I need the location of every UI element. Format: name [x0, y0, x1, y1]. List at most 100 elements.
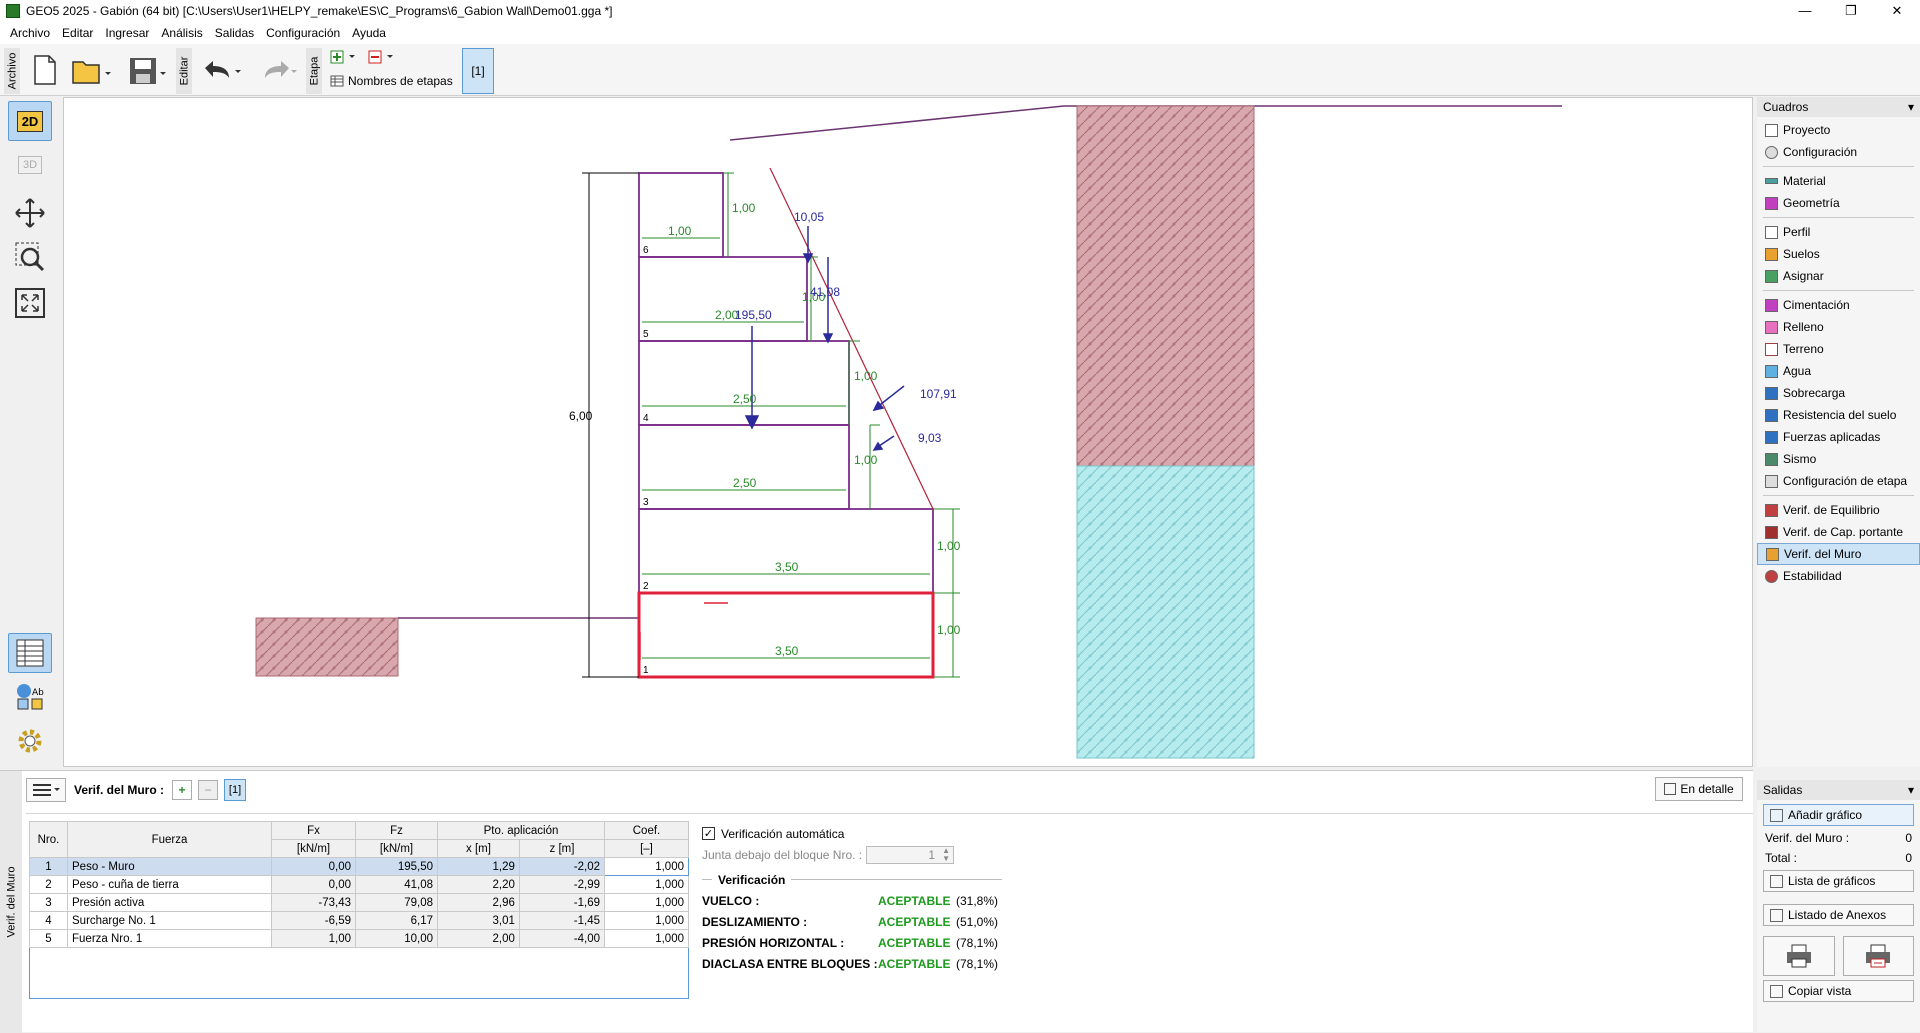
- wall-check-icon: [1766, 547, 1779, 561]
- verif-muro-vtab[interactable]: Verif. del Muro: [0, 771, 22, 1033]
- drawing-canvas[interactable]: 1,00 1,00 2,00 2,50 2,50 3,50 3,50 1,00 …: [63, 97, 1753, 767]
- menu-configuracion[interactable]: Configuración: [266, 26, 341, 40]
- styles-icon[interactable]: Ab: [8, 677, 52, 717]
- dim-label-block3-height: 1,00: [854, 453, 878, 467]
- move-icon[interactable]: [8, 193, 52, 233]
- copy-view-button[interactable]: Copiar vista: [1763, 980, 1914, 1002]
- cuadros-item-verif-equilibrio[interactable]: Verif. de Equilibrio: [1757, 499, 1920, 521]
- add-graph-button[interactable]: Añadir gráfico: [1763, 804, 1914, 826]
- cuadros-item-verif-muro[interactable]: Verif. del Muro: [1757, 543, 1920, 565]
- col-nro[interactable]: Nro.: [29, 821, 68, 858]
- remove-force-button[interactable]: −: [198, 780, 219, 800]
- stage-names-button[interactable]: Nombres de etapas: [330, 74, 453, 88]
- cuadros-item-terreno[interactable]: Terreno: [1757, 338, 1920, 360]
- unit-fz: [kN/m]: [355, 839, 438, 858]
- gabion-block-5: [638, 256, 808, 342]
- plus-icon: +: [178, 783, 186, 797]
- en-detalle-button[interactable]: En detalle: [1655, 777, 1743, 801]
- cuadros-item-agua[interactable]: Agua: [1757, 360, 1920, 382]
- minus-icon: −: [204, 783, 212, 797]
- salidas-panel: Salidas▾ Añadir gráfico Verif. del Muro …: [1757, 780, 1920, 1032]
- auto-verif-checkbox[interactable]: ✓ Verificación automática: [702, 826, 845, 841]
- coef-input[interactable]: 1,000: [604, 893, 689, 912]
- close-button[interactable]: ✕: [1891, 3, 1903, 18]
- dim-label-block1-width: 3,50: [775, 644, 799, 658]
- add-force-button[interactable]: +: [172, 780, 193, 800]
- joint-stepper[interactable]: 1▲▼: [866, 845, 954, 864]
- undo-icon[interactable]: [200, 56, 246, 84]
- cuadros-item-fuerzas-aplicadas[interactable]: Fuerzas aplicadas: [1757, 426, 1920, 448]
- print-button[interactable]: [1763, 936, 1835, 976]
- menu-ayuda[interactable]: Ayuda: [352, 26, 386, 40]
- menu-archivo[interactable]: Archivo: [10, 26, 51, 40]
- cuadros-item-sobrecarga[interactable]: Sobrecarga: [1757, 382, 1920, 404]
- annex-list-button[interactable]: Listado de Anexos: [1763, 904, 1914, 926]
- save-icon[interactable]: [126, 54, 170, 88]
- menu-salidas[interactable]: Salidas: [214, 26, 255, 40]
- new-file-icon[interactable]: [30, 52, 60, 88]
- add-stage-icon[interactable]: [330, 49, 360, 65]
- view-3d-button[interactable]: 3D: [8, 145, 52, 185]
- cuadros-item-relleno[interactable]: Relleno: [1757, 316, 1920, 338]
- graph-list-button[interactable]: Lista de gráficos: [1763, 870, 1914, 892]
- redo-icon[interactable]: [256, 56, 302, 84]
- dim-label-block5-height: 1,00: [802, 290, 826, 304]
- etapa-tab[interactable]: Etapa: [306, 48, 322, 94]
- settings-gear-icon[interactable]: [8, 721, 52, 761]
- zoom-icon[interactable]: [8, 237, 52, 277]
- table-row[interactable]: 4 Surcharge No. 1 -6,59 6,17 3,01 -1,45 …: [29, 911, 689, 930]
- cuadros-item-estabilidad[interactable]: Estabilidad: [1757, 565, 1920, 587]
- archivo-tab[interactable]: Archivo: [4, 48, 20, 94]
- minimize-button[interactable]: —: [1798, 3, 1812, 18]
- remove-stage-icon[interactable]: [368, 49, 398, 65]
- stepper-arrows-icon: ▲▼: [942, 845, 950, 863]
- cuadros-item-configuracion[interactable]: Configuración: [1757, 141, 1920, 163]
- coef-input[interactable]: 1,000: [604, 875, 689, 894]
- list-menu-button[interactable]: [26, 778, 66, 802]
- view-2d-button[interactable]: 2D: [8, 101, 52, 141]
- table-row[interactable]: 5 Fuerza Nro. 1 1,00 10,00 2,00 -4,00 1,…: [29, 929, 689, 948]
- col-pto-aplicacion: Pto. aplicación: [437, 821, 605, 840]
- cuadros-item-configuracion-etapa[interactable]: Configuración de etapa: [1757, 470, 1920, 492]
- editar-tab[interactable]: Editar: [176, 48, 192, 94]
- coef-input[interactable]: 1,000: [604, 857, 689, 876]
- table-row[interactable]: 3 Presión activa -73,43 79,08 2,96 -1,69…: [29, 893, 689, 912]
- cuadros-item-resistencia-suelo[interactable]: Resistencia del suelo: [1757, 404, 1920, 426]
- joint-label: Junta debajo del bloque Nro. :: [702, 847, 863, 862]
- cuadros-item-perfil[interactable]: Perfil: [1757, 221, 1920, 243]
- menu-editar[interactable]: Editar: [62, 26, 94, 40]
- table-view-icon[interactable]: [8, 633, 52, 673]
- result-presion-horizontal: PRESIÓN HORIZONTAL :ACEPTABLE(78,1%): [702, 935, 999, 950]
- table-row[interactable]: 2 Peso - cuña de tierra 0,00 41,08 2,20 …: [29, 875, 689, 894]
- menu-ingresar[interactable]: Ingresar: [105, 26, 150, 40]
- collapse-icon[interactable]: ▾: [1907, 100, 1914, 114]
- print-pdf-button[interactable]: [1842, 936, 1914, 976]
- cuadros-item-proyecto[interactable]: Proyecto: [1757, 119, 1920, 141]
- restore-button[interactable]: ❐: [1845, 3, 1857, 18]
- coef-input[interactable]: 1,000: [604, 929, 689, 948]
- menu-analisis[interactable]: Análisis: [161, 26, 203, 40]
- cuadros-header: Cuadros▾: [1757, 97, 1920, 117]
- stage-indicator[interactable]: [1]: [224, 779, 247, 801]
- menu-bar: Archivo Editar Ingresar Análisis Salidas…: [0, 22, 1920, 44]
- coef-input[interactable]: 1,000: [604, 911, 689, 930]
- surcharge-icon: [1765, 386, 1778, 400]
- open-folder-icon[interactable]: [70, 54, 112, 88]
- gabion-block-1: [637, 591, 935, 679]
- verif-muro-label: Verif. del Muro :: [74, 783, 165, 797]
- table-row[interactable]: 1 Peso - Muro 0,00 195,50 1,29 -2,02 1,0…: [29, 857, 689, 876]
- printer-pdf-icon: [1866, 944, 1891, 968]
- gabion-block-3: [638, 424, 850, 510]
- cuadros-item-cimentacion[interactable]: Cimentación: [1757, 294, 1920, 316]
- fit-view-icon[interactable]: [8, 283, 52, 323]
- cuadros-item-geometria[interactable]: Geometría: [1757, 192, 1920, 214]
- cuadros-item-suelos[interactable]: Suelos: [1757, 243, 1920, 265]
- cuadros-item-material[interactable]: Material: [1757, 170, 1920, 192]
- cuadros-item-asignar[interactable]: Asignar: [1757, 265, 1920, 287]
- total-count-value: 0: [1905, 851, 1912, 865]
- cuadros-item-verif-cap-portante[interactable]: Verif. de Cap. portante: [1757, 521, 1920, 543]
- cuadros-item-sismo[interactable]: Sismo: [1757, 448, 1920, 470]
- collapse-icon[interactable]: ▾: [1907, 783, 1914, 797]
- stage-1-button[interactable]: [1]: [462, 48, 494, 94]
- app-icon: [6, 4, 20, 18]
